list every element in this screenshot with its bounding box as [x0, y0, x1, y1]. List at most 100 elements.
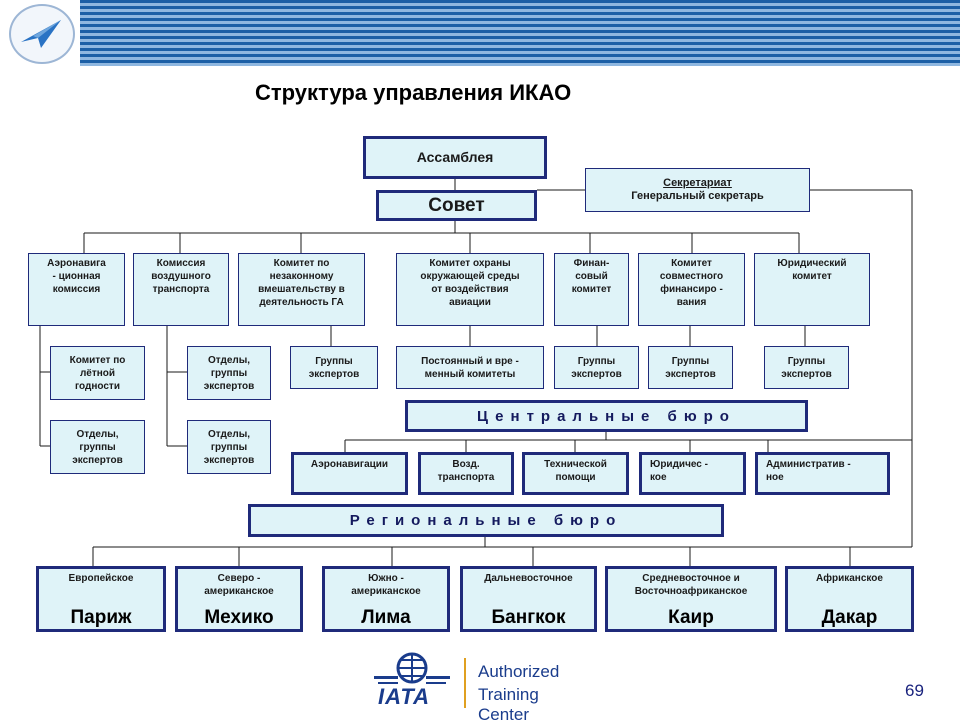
region-city: Мехико [204, 607, 274, 628]
subgroup-line: группы [210, 367, 248, 379]
region-box: Европейское Париж [36, 566, 166, 632]
central-unit-box: Административ - ное [755, 452, 890, 495]
page-title: Структура управления ИКАО [255, 80, 572, 105]
subgroup-line: Группы [577, 355, 616, 367]
central-unit-box: Аэронавигации [291, 452, 408, 495]
subgroup-line: Отделы, [207, 354, 251, 366]
committee-line: Комитет по [273, 258, 330, 269]
region-box: Средневосточное и Восточноафриканское Ка… [605, 566, 777, 632]
region-line: Восточноафриканское [634, 586, 748, 597]
page-number: 69 [905, 681, 924, 700]
region-line: Северо - [217, 573, 261, 584]
training-center-text: Training Center [478, 685, 539, 724]
subgroup-line: менный комитеты [424, 368, 516, 380]
region-box: Дальневосточное Бангкок [460, 566, 597, 632]
committee-line: от воздействия [431, 284, 509, 295]
assembly-label: Ассамблея [416, 149, 494, 165]
committee-line: деятельность ГА [259, 297, 344, 308]
central-bureau-box: Центральные бюро [405, 400, 808, 432]
committee-line: вмешательству в [258, 284, 345, 295]
secretariat-box: Секретариат Генеральный секретарь [585, 168, 810, 212]
subgroup-line: группы [210, 441, 248, 453]
committee-line: авиации [449, 297, 491, 308]
committee-line: Комитет [671, 258, 712, 269]
committee-line: комитет [792, 271, 832, 282]
subgroup-box: Постоянный и вре - менный комитеты [396, 346, 544, 389]
central-unit-line: Административ - [766, 459, 851, 470]
region-city: Бангкок [491, 607, 566, 628]
authorized-text: Authorized [478, 662, 560, 681]
subgroup-line: экспертов [571, 368, 622, 380]
subgroup-line: Комитет по [69, 354, 126, 366]
central-unit-box: Юридичес - кое [639, 452, 746, 495]
committee-line: Финан- [573, 258, 610, 269]
subgroup-box: Группы экспертов [764, 346, 849, 389]
central-unit-line: Юридичес - [650, 459, 708, 470]
central-unit-line: кое [650, 472, 667, 483]
subgroup-line: Группы [671, 355, 710, 367]
committee-line: комитет [571, 284, 612, 295]
committee-line: вания [676, 297, 707, 308]
committee-box: Комитет по незаконному вмешательству в д… [238, 253, 365, 326]
subgroup-line: Отделы, [207, 428, 251, 440]
subgroup-box: Группы экспертов [648, 346, 733, 389]
committee-box: Комитет охраны окружающей среды от возде… [396, 253, 544, 326]
region-box: Южно - американское Лима [322, 566, 450, 632]
region-city: Лима [361, 607, 411, 628]
header-band [80, 0, 960, 66]
central-bureau-label: Центральные бюро [477, 407, 736, 425]
iata-wordmark: IATA [378, 684, 431, 709]
subgroup-line: экспертов [203, 454, 255, 466]
central-unit-line: Возд. [452, 459, 480, 470]
plane-logo-icon [9, 4, 75, 64]
iata-globe-icon [374, 652, 466, 708]
subgroup-box: Группы экспертов [290, 346, 378, 389]
committee-line: Аэронавига [47, 258, 106, 269]
subgroup-box: Комитет по лётной годности [50, 346, 145, 400]
region-box: Африканское Дакар [785, 566, 914, 632]
committee-line: окружающей среды [420, 271, 520, 282]
committee-line: транспорта [152, 284, 210, 295]
secretariat-subtitle: Генеральный секретарь [631, 190, 764, 202]
subgroup-line: годности [75, 380, 120, 392]
subgroup-line: лётной [79, 367, 116, 379]
subgroup-box: Отделы, группы экспертов [187, 346, 271, 400]
subgroup-line: Группы [315, 355, 353, 367]
committee-line: Комиссия [156, 258, 206, 269]
regional-bureau-label: Региональные бюро [349, 512, 623, 529]
subgroup-line: экспертов [665, 368, 716, 380]
subgroup-line: экспертов [72, 454, 123, 466]
subgroup-line: Постоянный и вре - [421, 355, 519, 367]
committee-box: Комиссия воздушного транспорта [133, 253, 229, 326]
region-line: американское [351, 586, 421, 597]
central-unit-box: Технической помощи [522, 452, 629, 495]
subgroup-line: Группы [787, 355, 826, 367]
committee-line: воздушного [151, 271, 211, 282]
subgroup-line: экспертов [308, 368, 360, 380]
subgroup-box: Отделы, группы экспертов [50, 420, 145, 474]
subgroup-line: экспертов [781, 368, 832, 380]
region-box: Северо - американское Мехико [175, 566, 303, 632]
region-line: Южно - [368, 573, 404, 584]
subgroup-line: группы [79, 441, 116, 453]
subgroup-line: экспертов [203, 380, 255, 392]
central-unit-line: ное [766, 472, 784, 483]
region-city: Каир [668, 607, 714, 628]
committee-box: Комитет совместного финансиро - вания [638, 253, 745, 326]
committee-line: совый [575, 271, 608, 282]
subgroup-line: Отделы, [76, 428, 119, 440]
committee-line: финансиро - [660, 284, 723, 295]
committee-line: - ционная [52, 271, 101, 282]
region-line: Европейское [68, 573, 134, 584]
central-unit-line: Технической [544, 459, 607, 470]
central-unit-box: Возд. транспорта [418, 452, 514, 495]
committee-line: Комитет охраны [429, 258, 511, 269]
region-line: Дальневосточное [484, 573, 573, 584]
region-city: Париж [70, 607, 132, 628]
regional-bureau-box: Региональные бюро [248, 504, 724, 537]
region-line: Средневосточное и [642, 573, 740, 584]
council-box: Совет [376, 190, 537, 221]
committee-box: Финан- совый комитет [554, 253, 629, 326]
central-unit-line: Аэронавигации [310, 459, 389, 470]
